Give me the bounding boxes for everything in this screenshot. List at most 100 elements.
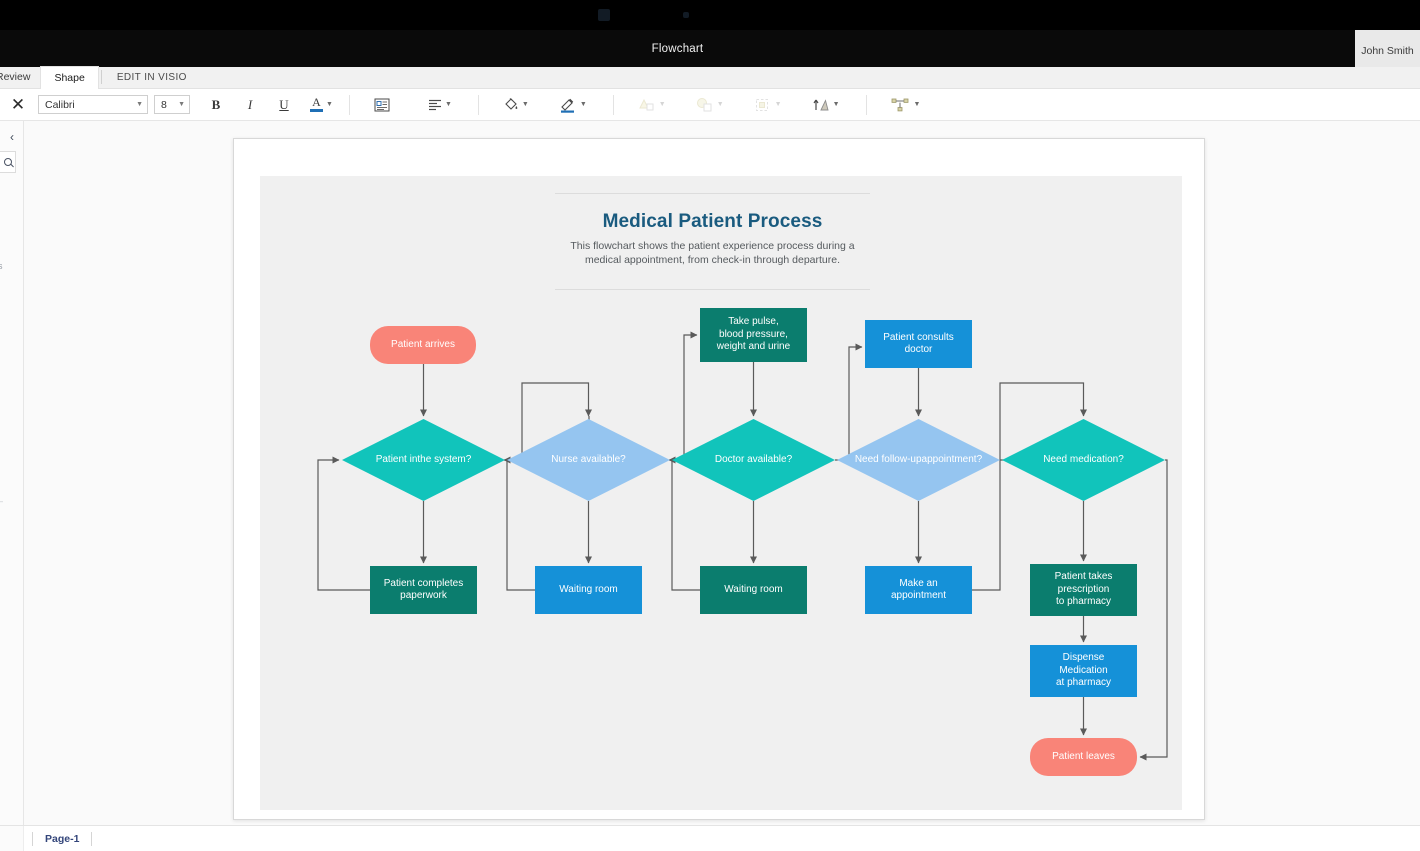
arrange-icon xyxy=(813,98,829,110)
connector-medication-to-leaves xyxy=(1139,459,1168,761)
chevron-down-icon: ▼ xyxy=(658,101,666,108)
user-name: John Smith xyxy=(1361,45,1414,57)
left-rail: ‹ s – •• xyxy=(0,121,24,825)
document-page: Medical Patient Process This flowchart s… xyxy=(233,138,1205,820)
diagram-canvas[interactable]: Medical Patient Process This flowchart s… xyxy=(260,176,1182,810)
shape-style-icon xyxy=(696,97,712,111)
status-divider xyxy=(91,831,93,846)
shape-nurse-available-label: Nurse available? xyxy=(551,453,626,465)
workspace: Medical Patient Process This flowchart s… xyxy=(24,121,1420,825)
shape-doctor-available[interactable]: Doctor available? xyxy=(672,419,835,501)
header-rule-top xyxy=(555,193,870,194)
bold-button[interactable]: B xyxy=(211,96,221,112)
italic-button[interactable]: I xyxy=(247,96,253,112)
font-size-select[interactable]: 8 ▼ xyxy=(154,95,190,114)
shape-effects-group: ▼ ▼ ▼ xyxy=(620,89,844,121)
font-color-swatch xyxy=(310,109,323,112)
position-icon xyxy=(755,98,768,111)
shape-waiting-room-1-label: Waiting room xyxy=(559,583,618,595)
font-color-button[interactable]: A ▼ xyxy=(306,93,337,117)
align-left-icon xyxy=(428,99,441,110)
tab-review[interactable]: Review xyxy=(0,66,40,88)
shadow-effects-icon xyxy=(638,98,654,110)
font-group: Calibri ▼ 8 ▼ B I U A ▼ xyxy=(38,89,337,121)
chevron-down-icon: ▼ xyxy=(774,101,782,108)
search-icon xyxy=(4,158,12,166)
shadow-effects-button[interactable]: ▼ xyxy=(634,93,670,117)
fill-color-button[interactable]: ▼ xyxy=(499,93,533,117)
shape-waiting-room-1[interactable]: Waiting room xyxy=(535,566,642,614)
font-color-letter: A xyxy=(312,95,321,109)
shape-take-vitals[interactable]: Take pulse,blood pressure,weight and uri… xyxy=(700,308,807,362)
shape-nurse-available[interactable]: Nurse available? xyxy=(507,419,670,501)
connector-icon xyxy=(891,98,908,111)
chevron-down-icon: ▼ xyxy=(832,101,840,108)
connector-button[interactable]: ▼ xyxy=(887,93,925,117)
user-account-chip[interactable]: John Smith xyxy=(1355,30,1420,72)
shape-style-button[interactable]: ▼ xyxy=(692,93,728,117)
header-rule-bottom xyxy=(555,289,870,290)
tab-review-label: Review xyxy=(0,71,31,83)
line-color-button[interactable]: ▼ xyxy=(555,93,591,117)
align-button[interactable]: ▼ xyxy=(424,93,456,117)
shape-waiting-room-2-label: Waiting room xyxy=(724,583,783,595)
chrome-ghost-tab-1 xyxy=(598,9,610,21)
app-titlebar: Flowchart xyxy=(0,30,1355,67)
fill-color-icon xyxy=(505,98,518,110)
arrange-button[interactable]: ▼ xyxy=(808,93,844,117)
shape-need-medication[interactable]: Need medication? xyxy=(1002,419,1165,501)
chevron-down-icon: ▼ xyxy=(444,101,452,108)
page-tab-page-1[interactable]: Page-1 xyxy=(45,832,80,845)
shape-patient-leaves[interactable]: Patient leaves xyxy=(1030,738,1137,776)
connector-appointment-to-medication xyxy=(972,382,1088,591)
chevron-down-icon: ▼ xyxy=(178,101,185,108)
ribbon-divider xyxy=(865,94,867,115)
tab-edit-in-visio[interactable]: EDIT IN VISIO xyxy=(104,66,200,88)
chrome-ghost-tab-2 xyxy=(683,12,689,18)
tab-divider xyxy=(100,70,102,84)
connector-group: ▼ xyxy=(873,89,925,121)
position-button[interactable]: ▼ xyxy=(750,93,786,117)
shape-take-vitals-label: Take pulse,blood pressure,weight and uri… xyxy=(716,316,791,353)
chevron-down-icon: ▼ xyxy=(521,101,529,108)
font-family-select[interactable]: Calibri ▼ xyxy=(38,95,148,114)
chevron-down-icon: ▼ xyxy=(579,101,587,108)
underline-button[interactable]: U xyxy=(279,96,289,112)
font-color-icon: A xyxy=(310,95,323,112)
status-rail-spacer xyxy=(0,825,24,851)
text-block-button[interactable] xyxy=(370,93,394,117)
diagram-header: Medical Patient Process This flowchart s… xyxy=(555,193,870,290)
ribbon-toolbar: ✕ Calibri ▼ 8 ▼ B I U A ▼ xyxy=(0,89,1420,121)
browser-chrome-strip xyxy=(0,0,1420,30)
search-shapes-button[interactable] xyxy=(0,151,16,173)
tab-shape[interactable]: Shape xyxy=(40,66,99,89)
shape-patient-leaves-label: Patient leaves xyxy=(1052,750,1115,762)
collapse-panel-button[interactable]: ‹ xyxy=(10,130,14,144)
status-divider xyxy=(32,831,33,846)
shape-waiting-room-2[interactable]: Waiting room xyxy=(700,566,807,614)
rail-ghost-label-1: s xyxy=(0,261,3,271)
shape-patient-arrives[interactable]: Patient arrives xyxy=(370,326,476,364)
ribbon-tabstrip: Review Shape EDIT IN VISIO xyxy=(0,66,1420,89)
ribbon-divider xyxy=(348,94,350,115)
app-title: Flowchart xyxy=(651,42,704,55)
line-color-icon xyxy=(560,98,574,113)
close-button[interactable]: ✕ xyxy=(10,94,26,114)
diagram-title: Medical Patient Process xyxy=(602,211,823,232)
font-family-value: Calibri xyxy=(45,98,75,111)
shape-patient-arrives-label: Patient arrives xyxy=(391,338,455,350)
font-size-value: 8 xyxy=(161,98,167,111)
